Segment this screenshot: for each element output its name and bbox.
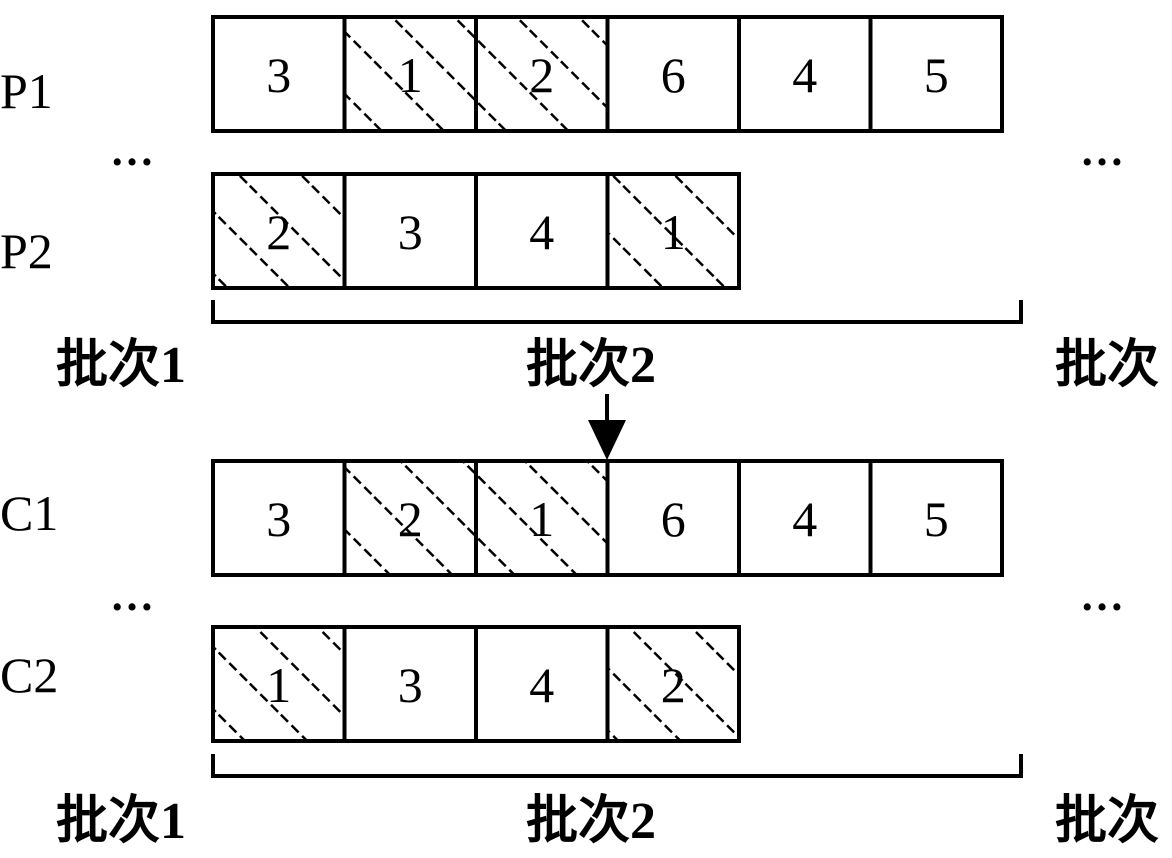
cell-value: 1	[266, 657, 291, 713]
batch-label-3-bottom: 批次	[1055, 792, 1159, 850]
hatched-cell-box	[211, 625, 347, 743]
cell-value: 6	[661, 47, 686, 103]
ellipsis-bottom-right: …	[1080, 571, 1124, 620]
batch-bracket-bottom	[211, 754, 1023, 778]
cell-value: 2	[266, 204, 291, 260]
hatched-cell-box	[342, 15, 478, 133]
cell-value: 4	[529, 657, 554, 713]
batch-label-1-top: 批次1	[56, 336, 186, 394]
cell-value: 1	[529, 491, 554, 547]
cell-box	[737, 459, 873, 577]
cell-value: 3	[398, 204, 423, 260]
cell-p2-3: 4	[474, 172, 610, 290]
cell-value: 2	[661, 657, 686, 713]
row-label-p1: P1	[0, 63, 53, 119]
cell-c1-6: 5	[868, 459, 1004, 577]
ellipsis-top-right: …	[1080, 126, 1124, 175]
ellipsis-top-left: …	[110, 126, 154, 175]
row-label-c2: C2	[0, 647, 58, 703]
cell-value: 4	[792, 47, 817, 103]
cell-p1-1: 3	[211, 15, 347, 133]
cell-value: 3	[398, 657, 423, 713]
cell-box	[868, 459, 1004, 577]
cell-c1-2: 2	[342, 459, 478, 577]
cell-value: 5	[924, 491, 949, 547]
cell-value: 1	[398, 47, 423, 103]
cells-layer: 3 1 2 6 4 5 2 3 4 1 3 2 1 6 4 5 1 3 4 2	[211, 15, 1004, 743]
ellipsis-bottom-left: …	[110, 571, 154, 620]
cell-p1-5: 4	[737, 15, 873, 133]
hatched-cell-box	[474, 459, 610, 577]
cell-value: 1	[661, 204, 686, 260]
cell-p2-2: 3	[342, 172, 478, 290]
cell-value: 4	[792, 491, 817, 547]
cell-c2-1: 1	[211, 625, 347, 743]
cell-value: 3	[266, 491, 291, 547]
crossover-arrow-head	[588, 420, 626, 460]
cell-value: 2	[398, 491, 423, 547]
cell-p2-4: 1	[605, 172, 741, 290]
cell-box	[342, 172, 478, 290]
batch-label-3-top: 批次	[1055, 336, 1159, 394]
cell-value: 4	[529, 204, 554, 260]
cell-p1-4: 6	[605, 15, 741, 133]
cell-c2-2: 3	[342, 625, 478, 743]
cell-box	[211, 15, 347, 133]
cell-c2-4: 2	[605, 625, 741, 743]
cell-box	[868, 15, 1004, 133]
batch-bracket-top	[211, 300, 1023, 324]
cell-p1-2: 1	[342, 15, 478, 133]
cell-value: 2	[529, 47, 554, 103]
batch-label-1-bottom: 批次1	[56, 792, 186, 850]
cell-box	[342, 625, 478, 743]
batch-label-2-top: 批次2	[526, 336, 656, 394]
cell-box	[737, 15, 873, 133]
cell-c1-3: 1	[474, 459, 610, 577]
cell-c1-1: 3	[211, 459, 347, 577]
cell-p1-6: 5	[868, 15, 1004, 133]
cell-c2-3: 4	[474, 625, 610, 743]
cell-box	[605, 15, 741, 133]
cell-p2-1: 2	[211, 172, 347, 290]
cell-p1-3: 2	[474, 15, 610, 133]
batch-label-2-bottom: 批次2	[526, 792, 656, 850]
cell-box	[605, 459, 741, 577]
row-label-p2: P2	[0, 223, 53, 279]
hatched-cell-box	[605, 625, 741, 743]
cell-box	[474, 172, 610, 290]
cell-value: 5	[924, 47, 949, 103]
cell-c1-5: 4	[737, 459, 873, 577]
cell-box	[474, 625, 610, 743]
cell-value: 3	[266, 47, 291, 103]
row-label-c1: C1	[0, 485, 58, 541]
hatched-cell-box	[605, 172, 741, 290]
cell-value: 6	[661, 491, 686, 547]
cell-c1-4: 6	[605, 459, 741, 577]
